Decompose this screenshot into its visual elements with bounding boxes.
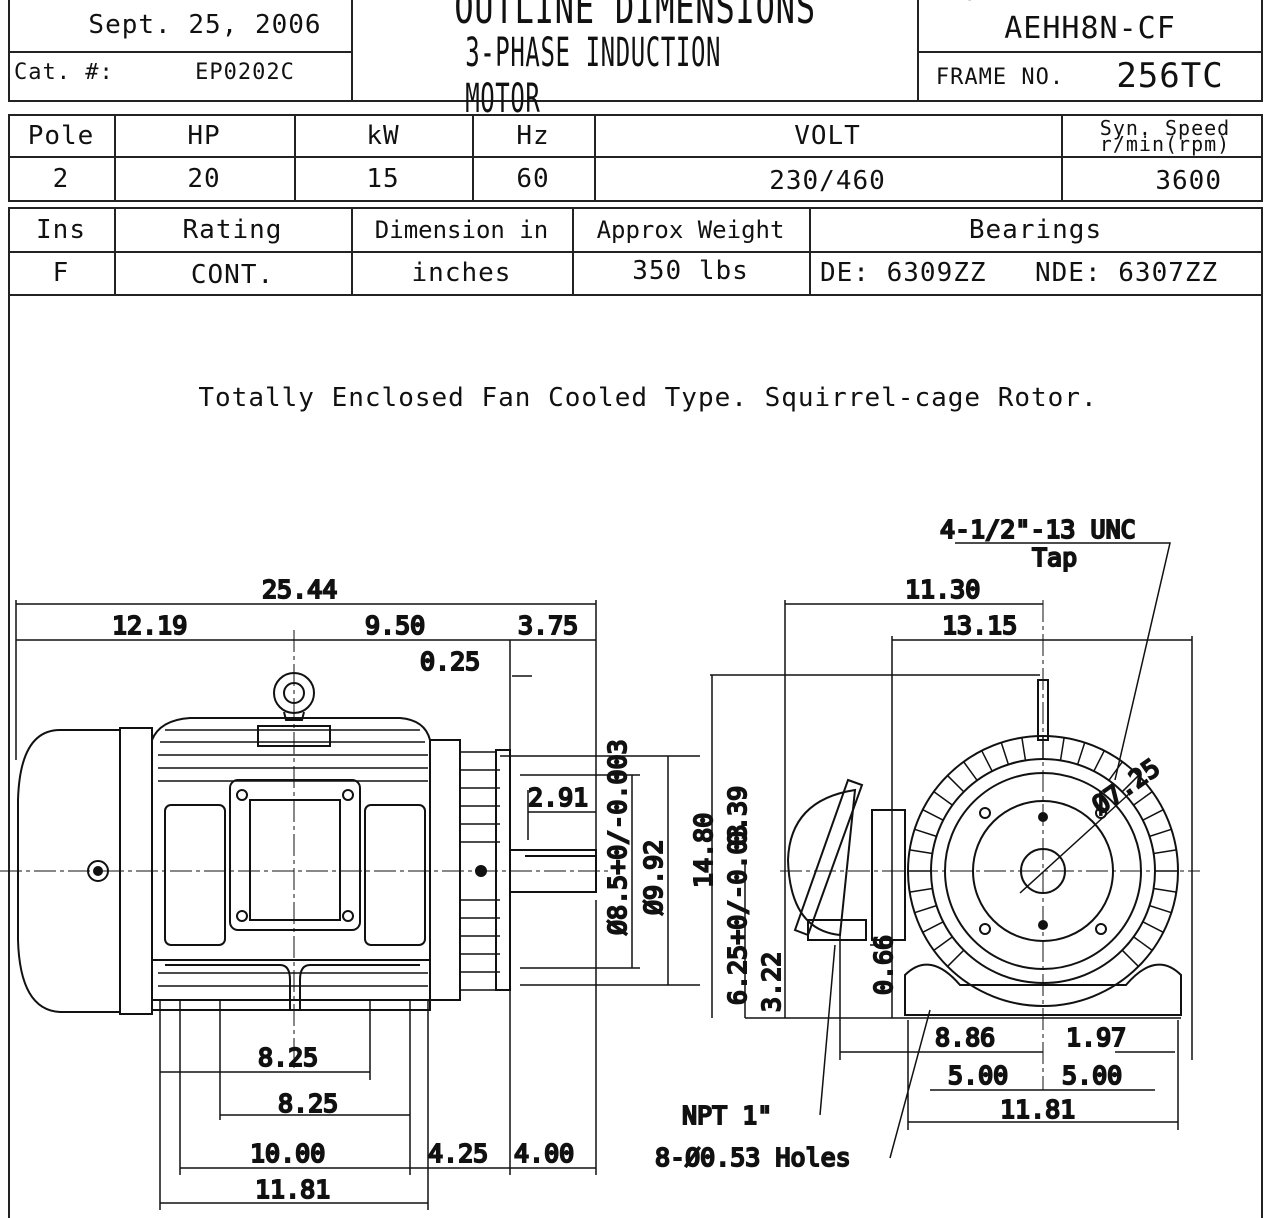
cooling-fin	[1133, 791, 1153, 806]
value-ins: F	[52, 258, 70, 288]
dim-shaft-dia: Ø8.5+0/-0.003	[603, 739, 632, 935]
cooling-fin	[981, 750, 993, 772]
cooling-fin	[914, 828, 937, 838]
model: AEHH8N-CF	[1004, 10, 1176, 46]
cooling-fin	[1021, 737, 1027, 761]
cat-label: Cat. #:	[14, 59, 114, 85]
header-dimension: Dimension in	[374, 216, 549, 244]
dim-5-00-a: 5.00	[948, 1061, 1008, 1090]
header-pole: Pole	[27, 121, 95, 151]
spec-table-1	[8, 114, 1263, 202]
dim-4-25: 4.25	[428, 1139, 488, 1168]
frame-number: 256TC	[1116, 56, 1224, 96]
cooling-fin	[1153, 887, 1177, 893]
cooling-fin	[914, 904, 937, 914]
dim-6-25: 6.25+0/-0.03	[723, 824, 752, 1005]
cooling-fin	[1149, 828, 1172, 838]
value-volt: 230/460	[769, 166, 886, 196]
cooling-fin	[909, 849, 933, 855]
date: Sept. 25, 2006	[88, 10, 322, 40]
dim-1-97: 1.97	[1066, 1023, 1126, 1052]
dim-3-22: 3.22	[757, 952, 786, 1012]
header-hz: Hz	[516, 121, 550, 151]
header-bearings: Bearings	[968, 215, 1103, 245]
cooling-fin	[1133, 936, 1153, 951]
holes-label: 8-Ø0.53 Holes	[655, 1143, 851, 1172]
cooling-fin	[1108, 761, 1123, 781]
page-title: OUTLINE DIMENSIONS	[454, 0, 816, 34]
cooling-fin	[922, 921, 944, 933]
dim-0-39: 0.39	[723, 786, 752, 846]
cooling-fin	[1121, 775, 1139, 793]
side-view	[0, 630, 610, 1070]
value-rating: CONT.	[190, 260, 275, 290]
cat-number: EP0202C	[195, 59, 295, 85]
value-weight: 350 lbs	[632, 256, 749, 286]
header-speed: Syn. Speed r/min(rpm)	[1099, 116, 1231, 156]
model-label: MODEL TYPE	[920, 0, 1120, 8]
cooling-fin	[947, 775, 965, 793]
cooling-fin	[1076, 742, 1086, 765]
cooling-fin	[933, 936, 953, 951]
dim-11-81-end: 11.81	[1000, 1095, 1075, 1124]
value-dimension: inches	[411, 258, 512, 288]
dim-11-81-side: 11.81	[255, 1175, 330, 1204]
cooling-fin	[1000, 742, 1010, 765]
value-speed: 3600	[1155, 166, 1222, 196]
dim-8-25-b: 8.25	[278, 1089, 338, 1118]
dim-2-91: 2.91	[528, 783, 588, 812]
npt-label: NPT 1"	[682, 1101, 772, 1130]
dim-8-86: 8.86	[935, 1023, 995, 1052]
dim-11-30: 11.30	[905, 575, 980, 604]
header-hp: HP	[187, 121, 221, 151]
dim-0-66: 0.66	[869, 935, 898, 995]
cooling-fin	[909, 887, 933, 893]
end-view	[780, 600, 1200, 1090]
value-hp: 20	[187, 164, 221, 194]
dim-overall: 25.44	[262, 575, 337, 604]
cooling-fin	[1142, 921, 1164, 933]
dim-13-15: 13.15	[942, 611, 1017, 640]
dim-12-19: 12.19	[112, 611, 187, 640]
cooling-fin	[1142, 809, 1164, 821]
value-kw: 15	[366, 164, 400, 194]
dim-10-00: 10.00	[250, 1139, 325, 1168]
cooling-fin	[947, 949, 965, 967]
header-rating: Rating	[182, 215, 283, 245]
cooling-fin	[1093, 750, 1105, 772]
cooling-fin	[963, 761, 978, 781]
value-pole: 2	[52, 164, 70, 194]
dim-5-00-b: 5.00	[1062, 1061, 1122, 1090]
value-hz: 60	[516, 164, 550, 194]
dim-4-00: 4.00	[514, 1139, 574, 1168]
motor-description: Totally Enclosed Fan Cooled Type. Squirr…	[198, 383, 1098, 413]
bearing-de: DE: 6309ZZ	[820, 258, 987, 288]
cooling-fin	[933, 791, 953, 806]
tap-label: Tap	[1032, 543, 1077, 572]
cooling-fin	[1121, 949, 1139, 967]
dim-0-25: 0.25	[420, 647, 480, 676]
header-weight: Approx Weight	[596, 216, 785, 244]
header-ins: Ins	[36, 215, 86, 245]
date-label: DATE	[10, 0, 90, 8]
cooling-fin	[1153, 849, 1177, 855]
header-volt: VOLT	[794, 121, 861, 151]
dim-8-25-a: 8.25	[258, 1043, 318, 1072]
cooling-fin	[1149, 904, 1172, 914]
cooling-fin	[1059, 737, 1065, 761]
frame-label: FRAME NO.	[935, 64, 1065, 90]
tap-spec: 4-1/2"-13 UNC	[940, 515, 1136, 544]
bearing-nde: NDE: 6307ZZ	[1035, 258, 1219, 288]
end-view-dimensions	[710, 542, 1193, 1159]
dim-9-92: Ø9.92	[639, 840, 668, 915]
dim-14-80: 14.80	[689, 813, 718, 888]
dim-9-50: 9.50	[365, 611, 425, 640]
header-kw: kW	[366, 121, 400, 151]
side-view-dimensions	[15, 600, 700, 1210]
dim-3-75: 3.75	[518, 611, 578, 640]
cooling-fin	[922, 809, 944, 821]
